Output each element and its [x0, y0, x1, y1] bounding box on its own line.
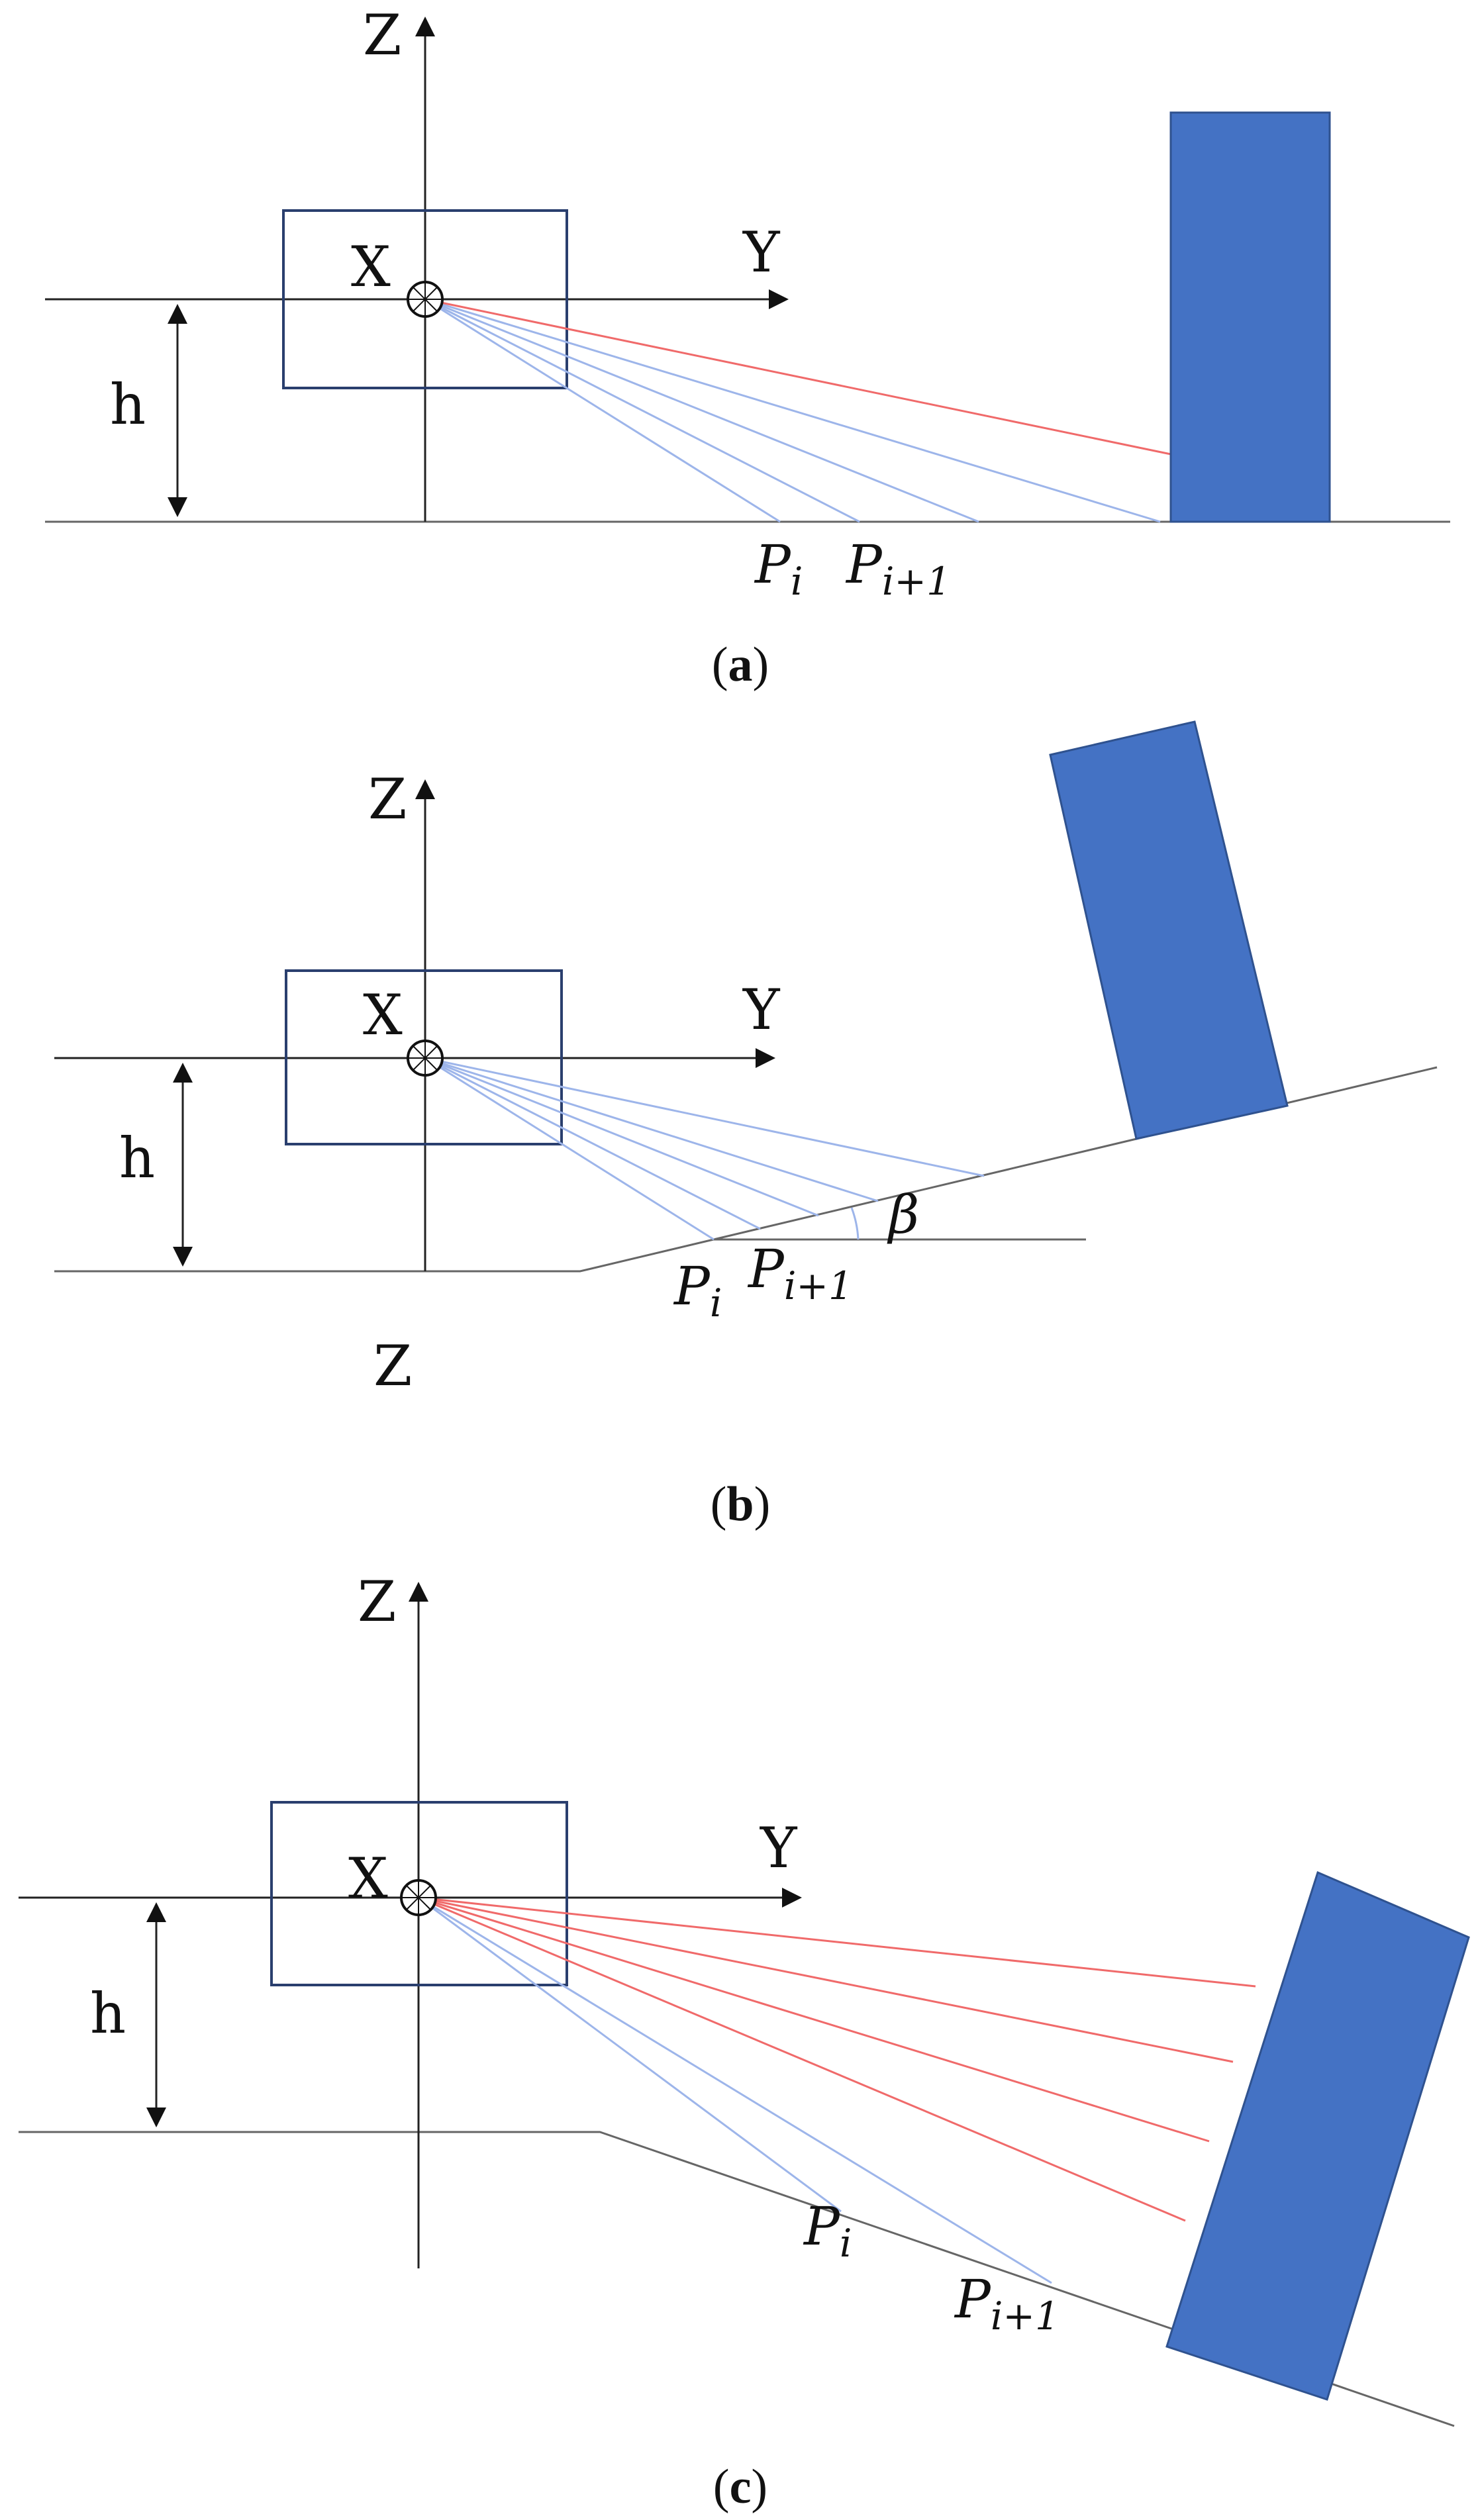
panel-a: Z Y X h Pi Pi+1 (a): [45, 3, 1450, 692]
y-axis-label: Y: [742, 220, 781, 285]
z-axis-label: Z: [358, 1569, 396, 1634]
sensor-frame: [285, 969, 563, 1145]
angle-label: β: [887, 1184, 919, 1245]
obstacle: [1165, 1870, 1470, 2401]
slope-angle-arc: [850, 1207, 860, 1240]
ground-ray: [424, 298, 979, 523]
height-label: h: [119, 1126, 155, 1190]
obstacle-ray: [418, 1896, 1234, 2063]
point-next-letter: P: [845, 534, 883, 595]
point-i-letter: P: [673, 1255, 711, 1317]
ground-ray: [418, 1896, 1052, 2284]
panel-caption: (a): [712, 638, 769, 692]
caption-open: (: [711, 1477, 727, 1531]
rays: [424, 298, 1171, 523]
point-next-label: Pi+1: [954, 2268, 1060, 2339]
x-axis-label: X: [363, 983, 403, 1047]
point-next-subscript: i+1: [882, 559, 951, 604]
point-i-letter: P: [754, 534, 791, 595]
point-next-subscript: i+1: [991, 2294, 1060, 2339]
sensor-origin-icon: [400, 1879, 437, 1916]
point-i-subscript: i: [791, 559, 803, 604]
caption-letter: a: [728, 638, 753, 692]
x-axis-label: X: [348, 1846, 388, 1911]
sensor-frame: [270, 1801, 568, 1986]
point-next-label: Pi+1: [747, 1238, 853, 1308]
ground-ray: [424, 298, 1161, 523]
caption-close: ): [753, 638, 769, 692]
caption-letter: c: [730, 2460, 752, 2514]
point-i-subscript: i: [710, 1281, 722, 1326]
ground-line: [19, 2131, 1455, 2427]
point-i-label: Pi: [803, 2196, 852, 2266]
panel-caption: (b): [711, 1477, 770, 1531]
ground-ray: [418, 1896, 842, 2213]
obstacle-ray: [424, 298, 1171, 456]
caption-letter: b: [726, 1477, 754, 1531]
y-axis-label: Y: [742, 977, 781, 1042]
ground-ray: [424, 1057, 879, 1202]
ground-ray: [424, 1057, 985, 1177]
z-axis-label: Z: [368, 767, 407, 832]
height-label: h: [90, 1981, 126, 2046]
sensor-origin-icon: [407, 281, 444, 318]
obstacle: [1169, 111, 1331, 523]
ground-ray: [424, 1057, 761, 1230]
ground-ray: [424, 298, 860, 523]
height-label: h: [110, 372, 146, 437]
ground-ray: [424, 1057, 819, 1217]
panel-caption: (c): [713, 2460, 767, 2514]
caption-close: ): [751, 2460, 767, 2514]
caption-open: (: [712, 638, 728, 692]
rays: [424, 1057, 985, 1241]
obstacle-ray: [418, 1896, 1186, 2222]
extra-z-label: Z: [373, 1333, 412, 1398]
point-next-subscript: i+1: [784, 1263, 853, 1308]
point-i-letter: P: [803, 2196, 840, 2257]
x-axis-label: X: [351, 234, 391, 299]
panel-b: Z Y X h β Pi Pi+1 Z (b): [54, 720, 1438, 1531]
panel-c: Z Y X h Pi Pi+1 (c): [19, 1569, 1470, 2514]
z-axis-label: Z: [363, 3, 401, 68]
point-next-label: Pi+1: [845, 534, 951, 604]
sensor-frame: [282, 209, 568, 389]
caption-open: (: [713, 2460, 730, 2514]
point-i-subscript: i: [840, 2221, 852, 2266]
ground-ray: [424, 1057, 715, 1241]
obstacle: [1049, 720, 1289, 1140]
rays: [418, 1896, 1256, 2284]
point-next-letter: P: [954, 2268, 991, 2330]
point-i-label: Pi: [673, 1255, 722, 1326]
obstacle-ray: [418, 1896, 1210, 2143]
caption-close: ): [754, 1477, 771, 1531]
y-axis-label: Y: [760, 1816, 798, 1880]
sensor-origin-icon: [407, 1040, 444, 1077]
point-i-label: Pi: [754, 534, 803, 604]
point-next-letter: P: [747, 1238, 785, 1300]
ground-ray: [424, 298, 781, 523]
obstacle-ray: [418, 1896, 1256, 1988]
